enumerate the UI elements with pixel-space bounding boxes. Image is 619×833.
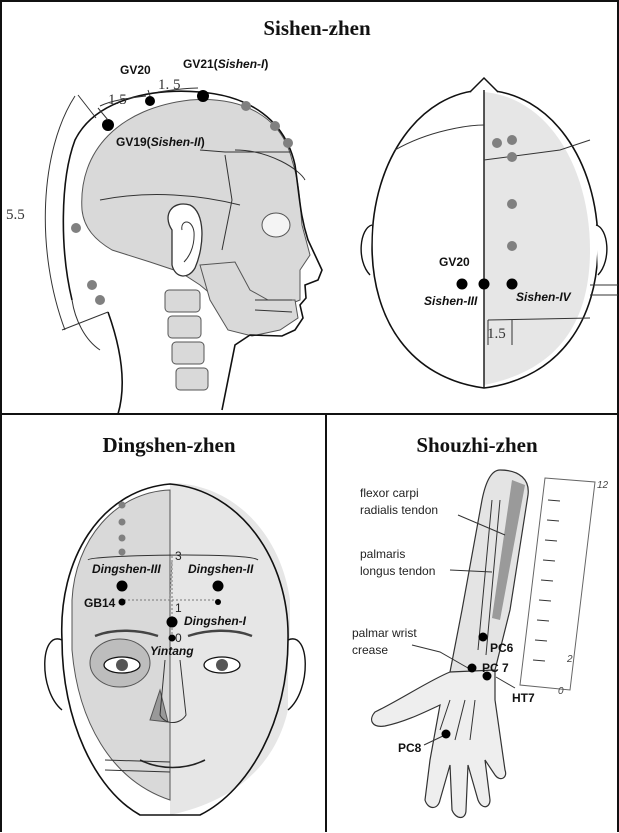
yintang-label: Yintang xyxy=(150,644,194,658)
gb14-point xyxy=(119,599,126,606)
gv21-label: GV21(Sishen-I) xyxy=(183,57,268,71)
top-gv20-point xyxy=(479,279,490,290)
forehead-line-point-1 xyxy=(119,502,126,509)
head-line-point-1 xyxy=(241,101,251,111)
back-line-point-3 xyxy=(95,295,105,305)
shouzhi-title: Shouzhi-zhen xyxy=(416,433,538,457)
gb14-right-point xyxy=(215,599,221,605)
sishen-iv-point xyxy=(507,279,518,290)
pc8-label: PC8 xyxy=(398,741,422,755)
top-point-4 xyxy=(507,199,517,209)
gv19-label: GV19(Sishen-II) xyxy=(116,135,205,149)
head-line-point-3 xyxy=(283,138,293,148)
scale-1-label: 1 xyxy=(175,601,182,615)
top-point-3 xyxy=(507,152,517,162)
measure-side-arc: 5.5 xyxy=(6,207,25,223)
top-point-2 xyxy=(507,135,517,145)
dingshen-ii-point xyxy=(213,581,224,592)
dingshen-title: Dingshen-zhen xyxy=(102,433,235,457)
back-line-point-1 xyxy=(71,223,81,233)
sishen-title: Sishen-zhen xyxy=(263,16,371,40)
pc7-label: PC 7 xyxy=(482,661,509,675)
gb14-label: GB14 xyxy=(84,596,116,610)
scale-0-label: 0 xyxy=(175,631,182,645)
pl-label-line1: palmaris xyxy=(360,547,405,561)
dingshen-iii-point xyxy=(117,581,128,592)
gv19-point xyxy=(102,119,114,131)
pl-label-line2: longus tendon xyxy=(360,564,435,578)
dingshen-i-point xyxy=(167,617,178,628)
top-point-1 xyxy=(492,138,502,148)
sishen-iv-label: Sishen-IV xyxy=(516,290,572,304)
sishen-iii-point xyxy=(457,279,468,290)
ruler-12-label: 12 xyxy=(597,480,609,491)
top-point-5 xyxy=(507,241,517,251)
gv21-point xyxy=(197,90,209,102)
pc6-point xyxy=(479,633,488,642)
ruler-0-label: 0 xyxy=(558,686,564,697)
fcr-label-line2: radialis tendon xyxy=(360,503,438,517)
scale-3-label: 3 xyxy=(175,549,182,563)
measure-top-lateral: 1.5 xyxy=(487,326,506,342)
ruler-2-label: 2 xyxy=(566,654,573,665)
forehead-line-point-4 xyxy=(119,549,126,556)
top-gv20-label: GV20 xyxy=(439,255,470,269)
forearm-illustration xyxy=(372,470,595,818)
back-line-point-2 xyxy=(87,280,97,290)
pwc-label-line1: palmar wrist xyxy=(352,626,417,640)
pwc-label-line2: crease xyxy=(352,643,388,657)
forehead-line-point-3 xyxy=(119,535,126,542)
pc6-label: PC6 xyxy=(490,641,514,655)
measure-gv20-gv21: 1. 5 xyxy=(158,77,181,93)
forehead-line-point-2 xyxy=(119,519,126,526)
pc7-point xyxy=(468,664,477,673)
sishen-iii-label: Sishen-III xyxy=(424,294,478,308)
gv20-point xyxy=(145,96,155,106)
pc8-point xyxy=(442,730,451,739)
dingshen-i-label: Dingshen-I xyxy=(184,614,247,628)
measure-gv19-gv20: 1.5 xyxy=(108,92,127,108)
fcr-label-line1: flexor carpi xyxy=(360,486,419,500)
head-line-point-2 xyxy=(270,121,280,131)
gv20-label: GV20 xyxy=(120,63,151,77)
dingshen-iii-label: Dingshen-III xyxy=(92,562,161,576)
ht7-label: HT7 xyxy=(512,691,535,705)
dingshen-ii-label: Dingshen-II xyxy=(188,562,254,576)
